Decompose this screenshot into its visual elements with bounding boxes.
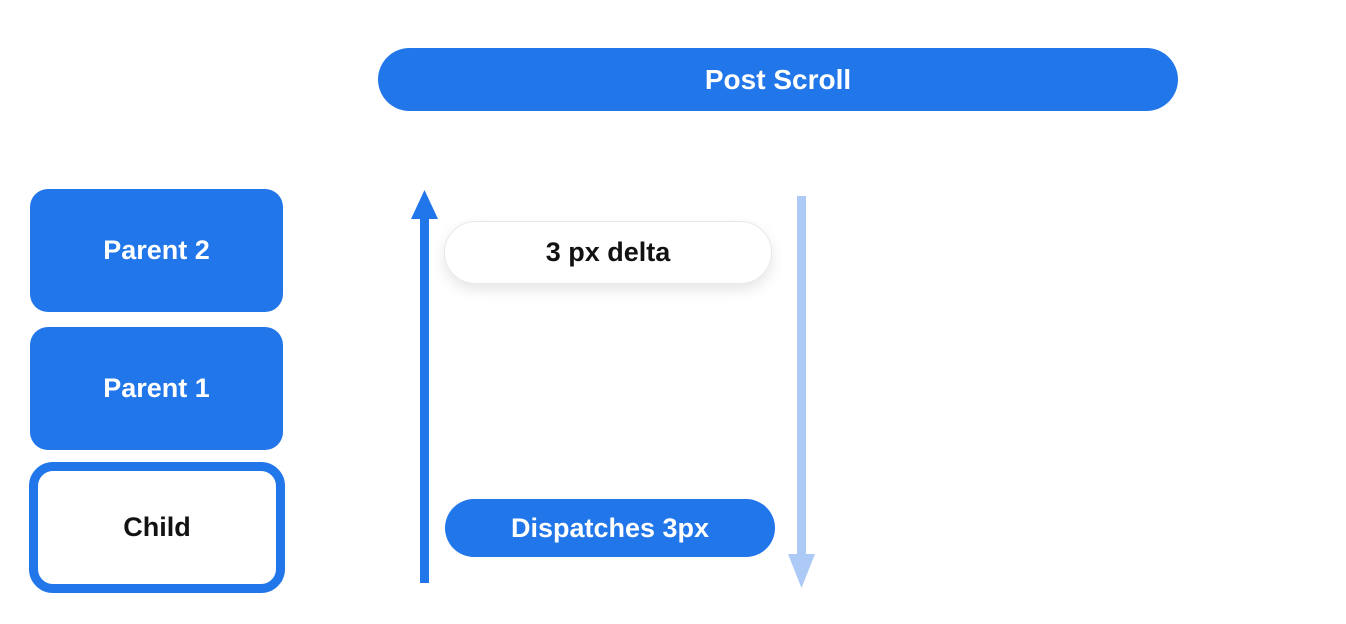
node-child: Child [29, 462, 285, 593]
arrow-down-icon [788, 196, 815, 588]
node-parent1: Parent 1 [30, 327, 283, 450]
post-scroll-banner: Post Scroll [378, 48, 1178, 111]
dispatch-badge-label: Dispatches 3px [510, 512, 710, 543]
node-child-label: Child [123, 512, 191, 542]
post-scroll-label: Post Scroll [704, 63, 852, 95]
node-parent2: Parent 2 [30, 189, 283, 312]
arrow-up-icon [411, 190, 438, 583]
delta-badge-label: 3 px delta [545, 237, 671, 267]
node-parent1-label: Parent 1 [103, 373, 210, 403]
node-parent2-label: Parent 2 [103, 235, 210, 265]
delta-badge: 3 px delta [444, 221, 772, 284]
dispatch-badge: Dispatches 3px [445, 499, 775, 557]
